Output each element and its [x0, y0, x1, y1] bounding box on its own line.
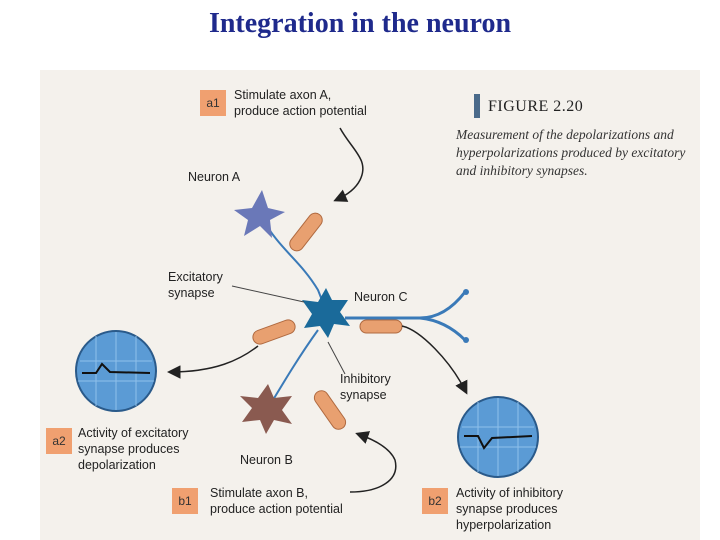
b2-label-line2: synapse produces	[456, 502, 558, 516]
neuron-c-body	[302, 288, 350, 338]
b1-label-line2: produce action potential	[210, 502, 343, 516]
excitatory-label-line2: synapse	[168, 286, 215, 300]
neuron-c-label: Neuron C	[354, 290, 408, 304]
a2-label-line1: Activity of excitatory	[78, 426, 189, 440]
tag-b2: b2	[422, 488, 448, 514]
arrow-b1	[349, 431, 397, 493]
neuron-a-body	[234, 190, 285, 238]
scope-a2	[75, 330, 157, 412]
tag-a1: a1	[200, 90, 226, 116]
neuron-b-label: Neuron B	[240, 453, 293, 467]
figure-caption: Measurement of the depolarizations and h…	[456, 127, 686, 178]
tag-b1: b1	[172, 488, 198, 514]
electrode-b	[313, 390, 347, 430]
scope-b2	[457, 396, 539, 478]
electrode-excitatory	[252, 319, 296, 345]
b1-label-line1: Stimulate axon B,	[210, 486, 308, 500]
a2-label-line2: synapse produces	[78, 442, 180, 456]
arrow-a1	[333, 127, 364, 202]
neuron-a-label: Neuron A	[188, 170, 241, 184]
excitatory-label-line1: Excitatory	[168, 270, 223, 284]
depolarization-trace	[82, 362, 151, 374]
b2-label-line3: hyperpolarization	[456, 518, 552, 532]
arrow-to-b2-scope	[401, 325, 468, 395]
inhibitory-label-line1: Inhibitory	[340, 372, 391, 386]
axon-b	[269, 329, 319, 406]
figure-panel	[40, 70, 700, 540]
b2-label-line1: Activity of inhibitory	[456, 486, 563, 500]
inhibitory-label-line2: synapse	[340, 388, 387, 402]
a1-label-line1: Stimulate axon A,	[234, 88, 332, 102]
inhibitory-pointer	[327, 341, 346, 375]
a1-label-line2: produce action potential	[234, 104, 367, 118]
figure-heading: FIGURE 2.20	[488, 98, 584, 115]
axon-c-branch	[419, 316, 467, 342]
hyperpolarization-trace	[464, 435, 533, 450]
arrow-to-a2-scope	[167, 345, 259, 379]
electrode-a	[289, 212, 323, 252]
figure-bar	[474, 94, 480, 118]
a2-label-line3: depolarization	[78, 458, 156, 472]
slide-title: Integration in the neuron	[208, 8, 512, 39]
neuron-b-body	[240, 384, 292, 434]
tag-a2: a2	[46, 428, 72, 454]
electrode-output	[359, 319, 403, 334]
excitatory-pointer	[231, 285, 305, 303]
